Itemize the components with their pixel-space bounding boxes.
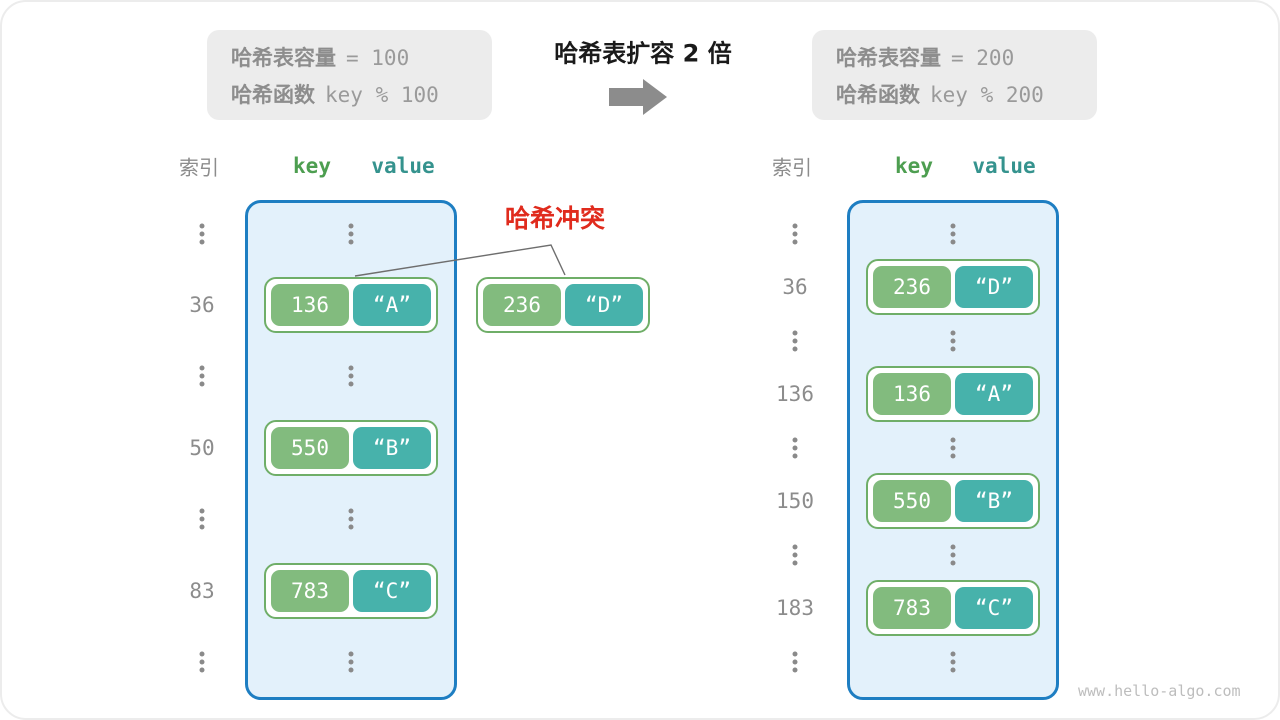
expand-arrow-icon: [609, 79, 667, 115]
capacity-label: 哈希表容量: [836, 45, 941, 70]
value-cell: “C”: [353, 570, 431, 612]
arrow-body: [609, 88, 643, 106]
capacity-value: = 100: [346, 45, 410, 70]
ellipsis-dots: [950, 437, 956, 459]
capacity-label: 哈希表容量: [231, 45, 336, 70]
watermark: www.hello-algo.com: [1078, 682, 1241, 700]
right-value-header: value: [972, 154, 1036, 178]
ellipsis-dots: [348, 223, 354, 245]
ellipsis-dots: [950, 544, 956, 566]
value-cell: “C”: [955, 587, 1033, 629]
hash-func-line: 哈希函数 key % 100: [231, 79, 492, 109]
hash-func-label: 哈希函数: [836, 82, 920, 107]
capacity-line: 哈希表容量 = 100: [231, 42, 492, 72]
hash-func-value: key % 200: [930, 82, 1044, 107]
value-cell: “B”: [955, 480, 1033, 522]
key-cell: 783: [271, 570, 349, 612]
ellipsis-dots: [950, 330, 956, 352]
right-key-header: key: [895, 154, 933, 178]
value-cell: “D”: [565, 284, 643, 326]
ellipsis-dots: [348, 508, 354, 530]
right-index-36: 36: [782, 275, 808, 299]
info-box-before: 哈希表容量 = 100 哈希函数 key % 100: [207, 30, 492, 120]
arrow-head: [643, 79, 667, 115]
ellipsis-dots: [950, 223, 956, 245]
pair-550-B: 550 “B”: [866, 473, 1040, 529]
ellipsis-dots: [348, 651, 354, 673]
key-cell: 783: [873, 587, 951, 629]
key-cell: 550: [271, 427, 349, 469]
hash-func-line: 哈希函数 key % 200: [836, 79, 1097, 109]
pair-783-C: 783 “C”: [264, 563, 438, 619]
ellipsis-dots: [792, 651, 798, 673]
right-index-136: 136: [776, 382, 814, 406]
key-cell: 136: [873, 373, 951, 415]
key-cell: 236: [873, 266, 951, 308]
ellipsis-dots: [792, 437, 798, 459]
ellipsis-dots: [199, 651, 205, 673]
value-cell: “A”: [353, 284, 431, 326]
ellipsis-dots: [199, 508, 205, 530]
left-value-header: value: [371, 154, 435, 178]
ellipsis-dots: [199, 365, 205, 387]
pair-136-A: 136 “A”: [264, 277, 438, 333]
value-cell: “B”: [353, 427, 431, 469]
diagram-title: 哈希表扩容 2 倍: [554, 39, 732, 68]
key-cell: 136: [271, 284, 349, 326]
ellipsis-dots: [792, 223, 798, 245]
capacity-value: = 200: [951, 45, 1015, 70]
left-index-50: 50: [189, 436, 215, 460]
ellipsis-dots: [950, 651, 956, 673]
key-cell: 236: [483, 284, 561, 326]
left-key-header: key: [293, 154, 331, 178]
value-cell: “A”: [955, 373, 1033, 415]
pair-236-D-colliding: 236 “D”: [476, 277, 650, 333]
collision-label: 哈希冲突: [504, 204, 606, 233]
ellipsis-dots: [792, 330, 798, 352]
left-index-36: 36: [189, 293, 215, 317]
pair-550-B: 550 “B”: [264, 420, 438, 476]
ellipsis-dots: [348, 365, 354, 387]
pair-783-C: 783 “C”: [866, 580, 1040, 636]
key-cell: 550: [873, 480, 951, 522]
info-box-after: 哈希表容量 = 200 哈希函数 key % 200: [812, 30, 1097, 120]
right-index-150: 150: [776, 489, 814, 513]
right-index-header: 索引: [772, 155, 812, 180]
ellipsis-dots: [199, 223, 205, 245]
hash-func-value: key % 100: [325, 82, 439, 107]
value-cell: “D”: [955, 266, 1033, 308]
right-index-183: 183: [776, 596, 814, 620]
left-index-83: 83: [189, 579, 215, 603]
pair-136-A: 136 “A”: [866, 366, 1040, 422]
ellipsis-dots: [792, 544, 798, 566]
hash-func-label: 哈希函数: [231, 82, 315, 107]
pair-236-D: 236 “D”: [866, 259, 1040, 315]
capacity-line: 哈希表容量 = 200: [836, 42, 1097, 72]
left-index-header: 索引: [179, 155, 219, 180]
